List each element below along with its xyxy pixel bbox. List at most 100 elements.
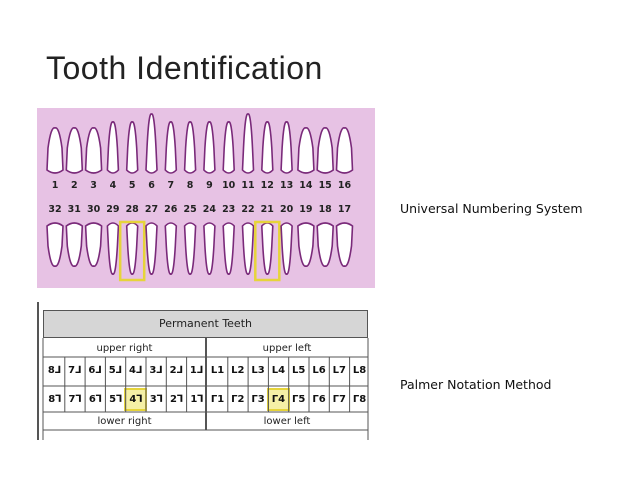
lower-tooth-28 [125, 222, 139, 275]
palmer-notation-chart: Permanent Teeth upper right upper left 8… [37, 302, 375, 440]
universal-caption: Universal Numbering System [400, 201, 583, 216]
upper-tooth-11 [241, 113, 255, 174]
upper-tooth-10 [222, 121, 236, 174]
lower-number: 24 [202, 204, 217, 215]
upper-tooth-13 [280, 121, 293, 174]
permanent-teeth-header: Permanent Teeth [43, 310, 368, 338]
lower-left-cell: Γ4 [266, 388, 290, 411]
lower-left-cell: Γ7 [332, 394, 346, 405]
upper-number: 4 [109, 180, 117, 191]
upper-left-cell: L8 [352, 365, 367, 376]
lower-left-cell: Γ2 [231, 394, 245, 405]
upper-number: 3 [90, 180, 97, 191]
lower-right-cell: 8⅂ [48, 394, 61, 405]
upper-left-cell: L1 [210, 365, 225, 376]
lower-tooth-23 [222, 222, 236, 275]
lower-tooth-20 [280, 222, 293, 275]
lower-number: 20 [279, 204, 294, 215]
teeth-diagram [46, 113, 354, 282]
lower-right-cell: 7⅂ [68, 394, 82, 405]
lower-tooth-25 [183, 222, 197, 275]
lower-left-cell: Γ1 [210, 394, 225, 405]
upper-number: 10 [222, 180, 236, 191]
upper-number: 12 [260, 180, 274, 191]
upper-right-cell: 2⅃ [169, 365, 183, 376]
upper-number: 1 [51, 180, 59, 191]
lower-tooth-22 [241, 222, 255, 275]
upper-left-cell: L6 [312, 365, 326, 376]
upper-right-cell: 3⅃ [149, 365, 163, 376]
upper-right-label: upper right [96, 343, 153, 354]
lower-left-label: lower left [263, 416, 311, 427]
upper-number: 11 [241, 180, 255, 191]
lower-left-cell: Γ6 [312, 394, 326, 405]
upper-number: 2 [70, 180, 78, 191]
lower-tooth-19 [297, 222, 315, 267]
upper-tooth-4 [106, 121, 120, 174]
lower-number: 18 [318, 204, 332, 215]
upper-left-cell: L2 [231, 365, 245, 376]
upper-left-label: upper left [262, 343, 312, 354]
lower-tooth-21 [260, 222, 274, 275]
upper-tooth-5 [125, 121, 139, 174]
lower-tooth-30 [84, 222, 103, 267]
lower-tooth-27 [145, 222, 158, 275]
upper-tooth-6 [145, 113, 158, 174]
upper-tooth-7 [164, 121, 178, 174]
lower-left-cell: Γ5 [292, 394, 306, 405]
upper-left-cell: L5 [292, 365, 306, 376]
lower-number: 19 [299, 204, 313, 215]
upper-tooth-15 [316, 127, 335, 174]
upper-tooth-8 [183, 121, 197, 174]
lower-number: 17 [337, 204, 352, 215]
upper-number: 9 [206, 180, 213, 191]
upper-right-cell: 7⅃ [68, 365, 82, 376]
upper-tooth-12 [260, 121, 274, 174]
lower-number: 22 [241, 204, 255, 215]
lower-tooth-29 [106, 222, 120, 275]
highlight-box-21 [254, 220, 281, 282]
lower-number: 21 [260, 204, 274, 215]
upper-right-cell: 5⅃ [108, 365, 123, 376]
upper-right-cell: 1⅃ [189, 365, 204, 376]
highlight-box-28 [118, 220, 146, 282]
lower-right-label: lower right [97, 416, 152, 427]
upper-right-cell: 4⅃ [129, 365, 143, 376]
lower-tooth-32 [46, 222, 64, 267]
lower-right-cell: 3⅂ [149, 394, 163, 405]
upper-tooth-3 [84, 127, 103, 174]
upper-number: 8 [186, 180, 194, 191]
lower-number: 26 [164, 204, 178, 215]
upper-tooth-2 [65, 127, 84, 174]
upper-left-cell: L3 [251, 365, 265, 376]
upper-number: 5 [128, 180, 136, 191]
lower-number: 28 [125, 204, 139, 215]
lower-tooth-17 [335, 222, 354, 267]
lower-right-cell: 1⅂ [190, 394, 203, 405]
lower-number: 29 [106, 204, 120, 215]
upper-number: 14 [299, 180, 313, 191]
upper-number: 13 [279, 180, 294, 191]
upper-left-cell: L4 [271, 365, 286, 376]
lower-right-cell: 4⅂ [124, 388, 148, 411]
lower-tooth-31 [65, 222, 84, 267]
upper-tooth-1 [46, 127, 64, 174]
upper-number: 6 [148, 180, 155, 191]
lower-tooth-26 [164, 222, 178, 275]
lower-right-cell: 5⅂ [109, 394, 122, 405]
lower-number: 31 [67, 204, 81, 215]
lower-number: 23 [222, 204, 236, 215]
lower-left-cell: Γ8 [352, 394, 367, 405]
lower-number: 27 [144, 204, 159, 215]
slide-title: Tooth Identification [46, 50, 323, 86]
lower-number: 32 [48, 204, 62, 215]
upper-right-cell: 8⅃ [47, 365, 62, 376]
upper-number: 16 [337, 180, 352, 191]
lower-left-cell: Γ3 [251, 394, 265, 405]
lower-number: 30 [86, 204, 101, 215]
lower-tooth-24 [203, 222, 216, 275]
lower-tooth-18 [316, 222, 335, 267]
lower-right-cell: 6⅂ [88, 394, 102, 405]
frame-edge [37, 302, 39, 440]
